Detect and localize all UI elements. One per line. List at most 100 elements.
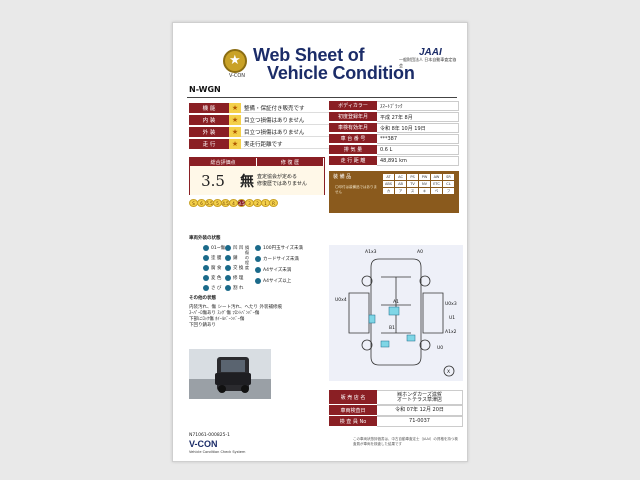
free-text: 内装汚れ、傷 シート汚れ、へたり 外装補修痕 ｽｰﾊﾟｰﾛ傷あり ｽｯｸﾞ傷 ﾌ… bbox=[189, 305, 309, 329]
star-icon: ★ bbox=[229, 139, 241, 149]
damage-code-label: 凹 凹 bbox=[233, 246, 244, 251]
diagram-code: A1 bbox=[393, 299, 399, 305]
star-icon: ★ bbox=[229, 127, 241, 137]
equipment-cell: ベ bbox=[431, 188, 442, 194]
spec-label: 初度登録年月 bbox=[329, 112, 377, 122]
vcon-badge-icon: ★ V-CON bbox=[223, 49, 247, 79]
car-outline-diagram: A1x3 A0 U0x4 A1 B1 U0x3 U1 A1x2 U0 X bbox=[335, 249, 457, 377]
vcon-subtitle: Vehicle Condition Check System bbox=[189, 450, 246, 454]
size-code: A4サイズ以上 bbox=[255, 278, 291, 284]
damage-code: 腐 食 bbox=[203, 265, 221, 271]
damage-code-label: 塗 膜 bbox=[211, 256, 222, 261]
equipment-cell: ABS bbox=[383, 181, 394, 187]
damage-code: 変 色 bbox=[203, 275, 221, 281]
free-text-line: 下部にﾛｯｸ傷 ﾎｲｰﾙﾊﾞｰﾝﾊﾞｰ傷 bbox=[189, 317, 245, 322]
dealer-row: 検 査 員 No 71-0037 bbox=[329, 416, 463, 427]
spec-value: ***387 bbox=[377, 134, 459, 144]
equipment-cell: カ bbox=[383, 188, 394, 194]
equipment-cell: SR bbox=[443, 174, 454, 180]
damage-code: 塗 膜 bbox=[203, 255, 221, 261]
size-code: A4サイズ未満 bbox=[255, 267, 291, 273]
diagram-code: U0x4 bbox=[335, 297, 347, 303]
equipment-cell: ア bbox=[395, 188, 406, 194]
damage-code: 割 れ bbox=[225, 285, 243, 291]
spec-value: 0.6 L bbox=[377, 145, 459, 155]
inspection-date: 令和 07年 12月 20日 bbox=[377, 405, 463, 416]
equipment-cell: AT bbox=[383, 174, 394, 180]
size-code-label: カードサイズ未満 bbox=[263, 257, 299, 262]
diagram-code: U0x3 bbox=[445, 301, 457, 307]
condition-label: 外 装 bbox=[189, 127, 229, 137]
condition-label: 機 能 bbox=[189, 103, 229, 113]
notes-header: 装 備 品 bbox=[333, 174, 352, 180]
size-code-label: A4サイズ未満 bbox=[263, 268, 292, 273]
damage-code-icon bbox=[203, 285, 209, 291]
spec-label: 走 行 距 離 bbox=[329, 156, 377, 166]
spec-label: 排 気 量 bbox=[329, 145, 377, 155]
badge-label: V-CON bbox=[228, 73, 246, 79]
dealer-label: 販 売 店 名 bbox=[329, 390, 377, 405]
damage-code-icon bbox=[203, 265, 209, 271]
sheet-id: N71061-000825-1 bbox=[189, 433, 230, 438]
score-header: 総合評価点 bbox=[190, 158, 257, 166]
free-text-line: 下回り錆あり bbox=[189, 323, 216, 328]
equipment-cell: AB bbox=[395, 181, 406, 187]
free-text-title: その他の状態 bbox=[189, 296, 216, 301]
size-code-label: A4サイズ以上 bbox=[263, 279, 292, 284]
star-icon: ★ bbox=[229, 115, 241, 125]
size-code-label: 100円玉サイズ未満 bbox=[263, 246, 303, 251]
vcon-logo: V-CON bbox=[189, 439, 218, 449]
jaai-logo: JAAI bbox=[419, 47, 442, 58]
condition-value: 実走行距離です bbox=[241, 139, 341, 149]
equipment-cell: TV bbox=[407, 181, 418, 187]
vehicle-model: N-WGN bbox=[189, 85, 221, 94]
damage-code-icon bbox=[225, 255, 231, 261]
size-code-icon bbox=[255, 245, 261, 251]
damage-code-label: 錆 bbox=[233, 256, 238, 261]
inspector-number: 71-0037 bbox=[377, 416, 463, 427]
dealer-table: 販 売 店 名 ㈱ホンダカーズ滋賀オートテラス草津店 車両検査日 令和 07年 … bbox=[329, 390, 463, 427]
damage-code: さ び bbox=[203, 285, 221, 291]
spec-value: 平成 27年 8月 bbox=[377, 112, 459, 122]
sheet-header: ★ V-CON Web Sheet of Vehicle Condition J… bbox=[173, 23, 467, 83]
car-photo bbox=[189, 349, 271, 399]
star-icon: ★ bbox=[229, 103, 241, 113]
condition-row: 機 能 ★ 整備・保証付き販売です bbox=[189, 103, 341, 113]
footer-note: この車両状態評価書は、中古自動車査定士（JAAI）の資格を持つ検査員が車両を検査… bbox=[353, 437, 458, 446]
car-image-icon bbox=[189, 349, 271, 399]
spec-value: ｽﾏｰﾄﾌﾞﾗｯｸ bbox=[377, 101, 459, 111]
condition-value: 整備・保証付き販売です bbox=[241, 103, 341, 113]
equipment-cell: ス bbox=[407, 188, 418, 194]
damage-code-icon bbox=[225, 265, 231, 271]
damage-code-label: 割 れ bbox=[233, 286, 244, 291]
condition-row: 外 装 ★ 目立つ損傷はありません bbox=[189, 127, 341, 137]
equipment-cell: フ bbox=[443, 188, 454, 194]
damage-code: 凹 凹 bbox=[225, 245, 243, 251]
damage-code: 01~傷 bbox=[203, 245, 225, 251]
damage-code: 交 換 bbox=[225, 265, 243, 271]
free-text-line: 内装汚れ、傷 シート汚れ、へたり 外装補修痕 bbox=[189, 305, 282, 310]
diagram-x-mark: X bbox=[447, 369, 450, 375]
condition-label: 走 行 bbox=[189, 139, 229, 149]
score-box: 総合評価点 修 復 歴 3.5 無 査定協会が定める 修復歴ではありません bbox=[189, 157, 325, 195]
size-code: 100円玉サイズ未満 bbox=[255, 245, 303, 251]
equipment-cell: PW bbox=[419, 174, 430, 180]
condition-row: 走 行 ★ 実走行距離です bbox=[189, 139, 341, 149]
spec-label: 車検有効年月 bbox=[329, 123, 377, 133]
condition-value: 目立つ損傷はありません bbox=[241, 127, 341, 137]
spec-row: ボディカラー ｽﾏｰﾄﾌﾞﾗｯｸ bbox=[329, 101, 459, 111]
condition-row: 内 装 ★ 目立つ損傷はありません bbox=[189, 115, 341, 125]
size-code-icon bbox=[255, 278, 261, 284]
jaai-subtitle: 一般財団法人 日本自動車査定協会 bbox=[399, 57, 457, 68]
spec-row: 車検有効年月 令和 8年 10月 19日 bbox=[329, 123, 459, 133]
equipment-cell: CL bbox=[443, 181, 454, 187]
dealer-row: 販 売 店 名 ㈱ホンダカーズ滋賀オートテラス草津店 bbox=[329, 390, 463, 405]
damage-code-label: 変 色 bbox=[211, 276, 222, 281]
damage-code-icon bbox=[225, 275, 231, 281]
repair-header: 修 復 歴 bbox=[257, 158, 324, 166]
damage-code-label: 01~傷 bbox=[211, 246, 225, 251]
size-code-icon bbox=[255, 267, 261, 273]
